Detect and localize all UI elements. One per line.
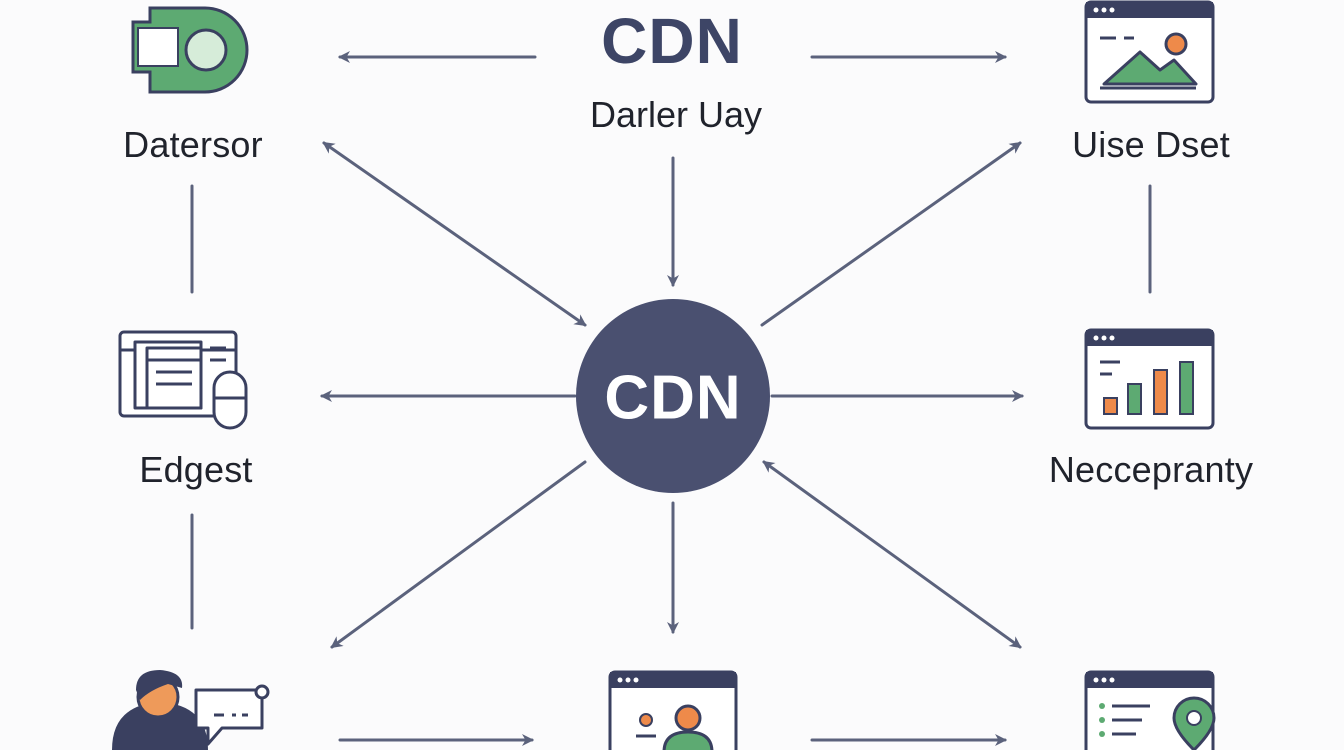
diagram-title: CDN bbox=[601, 5, 743, 77]
node-label-mid-left: Edgest bbox=[139, 449, 253, 490]
image-window-icon bbox=[1084, 0, 1215, 104]
arrow-hub-to-bottom-left bbox=[330, 460, 587, 649]
edge-server-icon bbox=[118, 330, 248, 430]
node-label-top-left: Datersor bbox=[123, 124, 263, 165]
arrow-hub-bottom-right bbox=[762, 460, 1022, 649]
user-window-icon bbox=[608, 670, 738, 750]
cloud-storage-icon bbox=[131, 6, 249, 94]
cdn-hub bbox=[576, 299, 770, 493]
node-label-mid-right: Neccepranty bbox=[1048, 449, 1254, 490]
location-window-icon bbox=[1084, 670, 1216, 750]
analytics-window-icon bbox=[1084, 328, 1215, 430]
node-label-top-right: Uise Dset bbox=[1072, 124, 1230, 165]
arrow-hub-to-top-right bbox=[760, 141, 1022, 327]
hub-label: CDN bbox=[604, 363, 742, 433]
arrow-hub-top-left bbox=[322, 141, 587, 327]
diagram-subtitle: Darler Uay bbox=[589, 94, 763, 135]
user-chat-icon bbox=[112, 670, 270, 750]
